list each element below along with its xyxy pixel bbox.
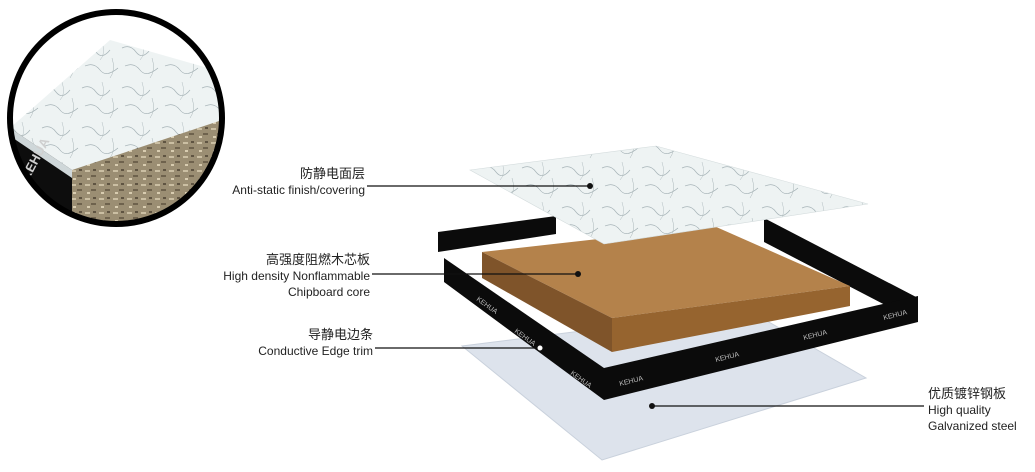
leader-dot-steel (649, 403, 655, 409)
leader-dot-edge (537, 345, 543, 351)
callout-edge: 导静电边条 Conductive Edge trim (258, 327, 373, 359)
callout-steel: 优质镀锌钢板 High quality Galvanized steel (928, 386, 1017, 434)
leader-dot-finish (587, 183, 593, 189)
callout-core: 高强度阻燃木芯板 High density Nonflammable Chipb… (223, 252, 370, 300)
leader-dot-core (575, 271, 581, 277)
callout-edge-en-1: Conductive Edge trim (258, 343, 373, 359)
zoom-inset: KEHUA (10, 12, 222, 238)
callout-steel-en-1: High quality (928, 402, 1017, 418)
callout-core-en-2: Chipboard core (223, 284, 370, 300)
callout-core-en-1: High density Nonflammable (223, 268, 370, 284)
callout-steel-en-2: Galvanized steel (928, 418, 1017, 434)
callout-finish-en-1: Anti-static finish/covering (232, 182, 365, 198)
callout-edge-zh: 导静电边条 (258, 327, 373, 343)
callout-steel-zh: 优质镀锌钢板 (928, 386, 1017, 402)
callout-finish: 防静电面层 Anti-static finish/covering (232, 166, 365, 198)
callout-core-zh: 高强度阻燃木芯板 (223, 252, 370, 268)
callout-finish-zh: 防静电面层 (232, 166, 365, 182)
